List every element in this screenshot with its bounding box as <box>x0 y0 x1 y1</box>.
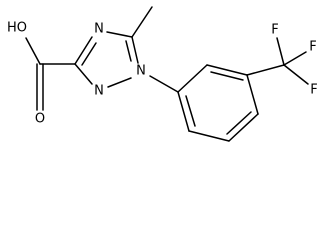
atom-label-ring-n4: N <box>94 22 104 37</box>
bond-c5-n1-inner <box>125 40 132 62</box>
bond-ar2-ar3 <box>206 64 248 76</box>
chemical-structure: HO O N N N F F F <box>7 6 318 142</box>
bond-cf3-f-upper <box>283 51 307 66</box>
atom-label-hydroxyl: HO <box>7 21 27 36</box>
atom-label-carbonyl-oxygen: O <box>35 112 45 127</box>
bond-cf3-f-top <box>276 37 285 66</box>
benzene-ring <box>177 64 259 142</box>
bond-ar1-ar2 <box>177 64 208 93</box>
bond-ar3-ar4 <box>246 74 259 115</box>
atom-label-fluorine-top: F <box>271 23 278 38</box>
atom-label-ring-n1: N <box>136 64 146 79</box>
bond-c3-n4 <box>74 36 93 65</box>
bond-ar4-ar5-inner <box>226 111 252 135</box>
bond-c5-n1 <box>131 36 139 64</box>
bond-ar6-ar1 <box>177 91 190 132</box>
bond-c5-methyl <box>131 6 153 38</box>
carboxylic-acid-group <box>25 37 76 111</box>
bond-ar3-cf3 <box>246 64 285 76</box>
bond-ar5-ar6 <box>188 130 230 142</box>
bond-n2-c3 <box>74 63 93 85</box>
triazole-ring <box>74 31 139 88</box>
atom-label-fluorine-right-lower: F <box>310 83 317 98</box>
bond-ar2-ar3-inner <box>210 71 244 81</box>
atom-label-ring-n2: N <box>94 84 104 99</box>
bond-n1-n2 <box>107 77 132 88</box>
bond-ar4-ar5 <box>228 113 259 142</box>
atom-label-fluorine-right-upper: F <box>309 40 316 55</box>
bond-cf3-f-lower <box>283 64 309 85</box>
bond-ar6-ar1-inner <box>185 95 196 127</box>
bond-c-oh <box>25 37 41 65</box>
bond-n1-phenyl <box>149 75 179 93</box>
atom-labels: HO O N N N F F F <box>7 21 318 127</box>
trifluoromethyl-group <box>246 37 309 85</box>
bond-c3-n4-inner <box>81 42 97 66</box>
bond-n4-c5 <box>106 31 133 38</box>
